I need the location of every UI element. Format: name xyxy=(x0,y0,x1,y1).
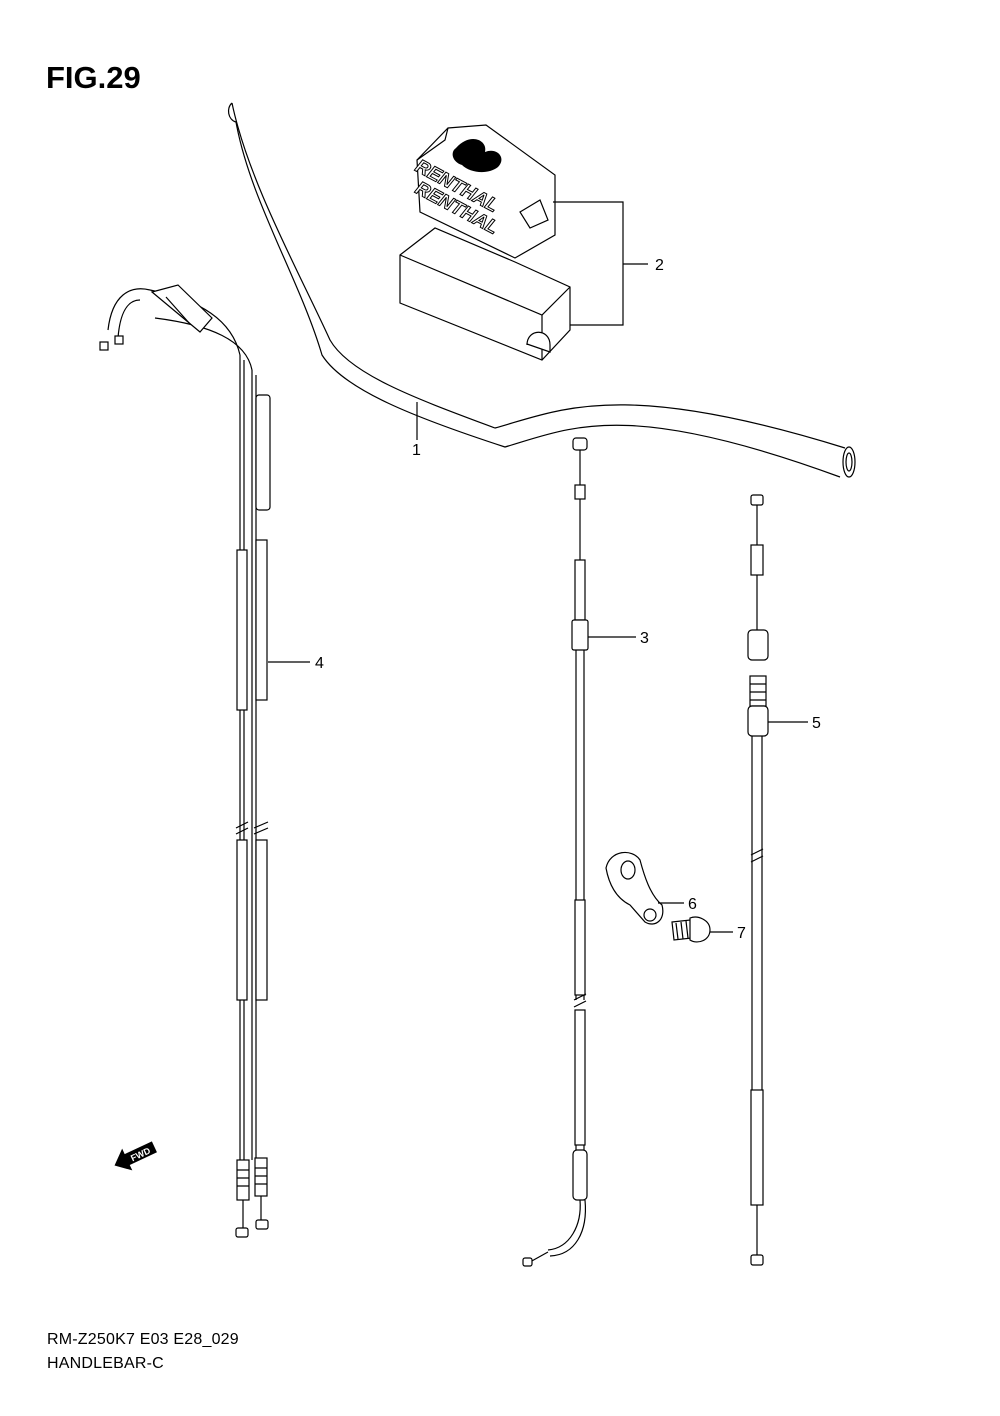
callout-number: 1 xyxy=(412,442,421,459)
callout-1: 1 xyxy=(412,402,421,459)
callout-number: 3 xyxy=(640,630,649,647)
throttle-cable-set-part xyxy=(99,284,271,1238)
figure-name: HANDLEBAR-C xyxy=(47,1355,164,1372)
bracket-and-bolt-part xyxy=(605,851,711,943)
callout-number: 5 xyxy=(812,715,821,732)
callout-3: 3 xyxy=(588,630,649,647)
callout-6: 6 xyxy=(658,896,697,913)
fwd-arrow-icon: FWD xyxy=(114,1141,157,1171)
callout-number: 2 xyxy=(655,257,664,274)
callout-number: 4 xyxy=(315,655,324,672)
callout-number: 7 xyxy=(737,925,746,942)
clutch-cable-part xyxy=(522,437,589,1267)
callout-number: 6 xyxy=(688,896,697,913)
hot-start-cable-part xyxy=(747,494,769,1266)
handlebar-part xyxy=(227,102,856,478)
figure-code: RM-Z250K7 E03 E28_029 xyxy=(47,1331,239,1348)
callout-4: 4 xyxy=(268,655,324,672)
callout-7: 7 xyxy=(710,925,746,942)
callout-5: 5 xyxy=(768,715,821,732)
handlebar-pad-set-part: RENTHAL RENTHAL xyxy=(399,124,571,361)
figure-title: FIG.29 xyxy=(46,60,141,95)
callout-2: 2 xyxy=(553,201,664,326)
